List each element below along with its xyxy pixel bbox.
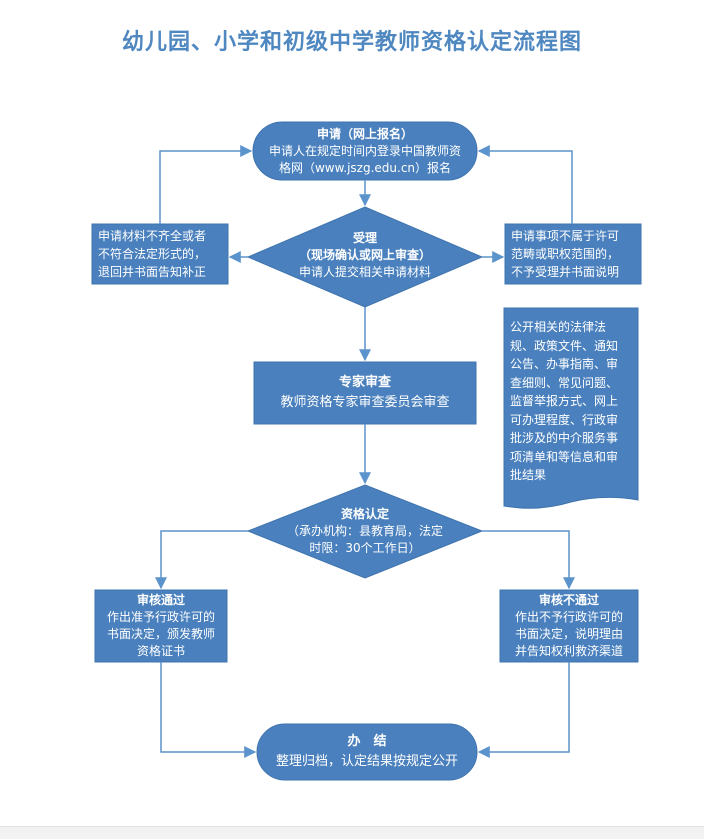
pass-text: 审核通过 作出准予行政许可的 书面决定，颁发教师 资格证书 [95,590,227,662]
done-node [256,723,478,781]
incomplete-line3: 退回并书面告知补正 [98,265,207,279]
publicity-line1: 公开相关的法律法 [510,320,607,334]
publicity-text: 公开相关的法律法 规、政策文件、通知 公告、办事指南、审 查细则、常见问题、 监… [510,318,636,488]
expert-text: 专家审查 教师资格专家审查委员会审查 [254,362,476,424]
expert-title: 专家审查 [338,375,391,390]
publicity-line6: 可办理程度、行政审 [510,412,619,427]
apply-line2: 格网（www.jszg.edu.cn）报名 [278,160,452,175]
publicity-line2: 规、政策文件、通知 [510,338,619,353]
fail-node [499,589,639,663]
certify-title: 资格认定 [340,506,389,521]
publicity-line5: 监督举报方式、网上 [510,394,619,408]
page-title: 幼儿园、小学和初级中学教师资格认定流程图 [121,30,582,55]
certify-line1: （承办机构：县教育局，法定 [286,523,443,538]
pass-line1: 作出准予行政许可的 [106,610,215,624]
apply-title: 申请（网上报名） [316,126,413,141]
certify-text: 资格认定 （承办机构：县教育局，法定 时限：30个工作日） [268,503,462,559]
pass-line2: 书面决定，颁发教师 [106,627,215,641]
bottom-bar [0,826,704,839]
publicity-line7: 批涉及的中介服务事 [510,431,619,445]
expert-desc: 教师资格专家审查委员会审查 [280,395,450,410]
arrow-notinscope-to-apply [477,145,573,224]
publicity-line3: 公告、办事指南、审 [510,357,619,371]
arrow-certify-to-fail [482,530,575,590]
arrow-fail-to-done [477,662,570,758]
fail-line3: 并告知权利救济渠道 [514,644,623,658]
incomplete-line2: 不符合法定形式的， [98,247,207,261]
fail-line1: 作出不予行政许可的 [514,610,623,624]
certify-line2: 时限：30个工作日） [309,540,421,555]
fail-line2: 书面决定，说明理由 [514,627,623,641]
accept-text: 受理 （现场确认或网上审查） 申请人提交相关申请材料 [268,225,462,285]
apply-text: 申请（网上报名） 申请人在规定时间内登录中国教师资 格网（www.jszg.ed… [253,122,477,180]
done-desc: 整理归档，认定结果按规定公开 [275,754,458,769]
notinscope-line2: 范畴或职权范围的， [511,247,620,261]
arrow-pass-to-done [160,662,257,758]
accept-subtitle: （现场确认或网上审查） [298,247,431,262]
done-text: 办 结 整理归档，认定结果按规定公开 [257,724,477,780]
incomplete-text: 申请材料不齐全或者 不符合法定形式的， 退回并书面告知补正 [98,224,226,284]
notinscope-line3: 不予受理并书面说明 [511,265,620,279]
notinscope-node [504,223,642,285]
publicity-line4: 查细则、常见问题、 [510,375,619,390]
certify-node [246,484,484,579]
incomplete-line1: 申请材料不齐全或者 [98,229,207,243]
apply-line1: 申请人在规定时间内登录中国教师资 [268,143,461,158]
done-title: 办 结 [347,734,387,749]
pass-title: 审核通过 [136,593,185,607]
notinscope-line1: 申请事项不属于许可 [511,229,620,243]
publicity-line8: 项清单和等信息和审 [510,449,619,464]
accept-title: 受理 [352,230,377,245]
publicity-node [503,307,639,509]
publicity-line9: 批结果 [510,468,547,482]
pass-line3: 资格证书 [136,644,185,658]
expert-node [253,361,477,425]
arrow-certify-to-pass [155,530,248,590]
notinscope-text: 申请事项不属于许可 范畴或职权范围的， 不予受理并书面说明 [511,224,639,284]
fail-title: 审核不通过 [538,593,599,607]
accept-desc: 申请人提交相关申请材料 [298,264,431,279]
arrow-incomplete-to-apply [159,145,253,224]
fail-text: 审核不通过 作出不予行政许可的 书面决定，说明理由 并告知权利救济渠道 [500,590,638,662]
